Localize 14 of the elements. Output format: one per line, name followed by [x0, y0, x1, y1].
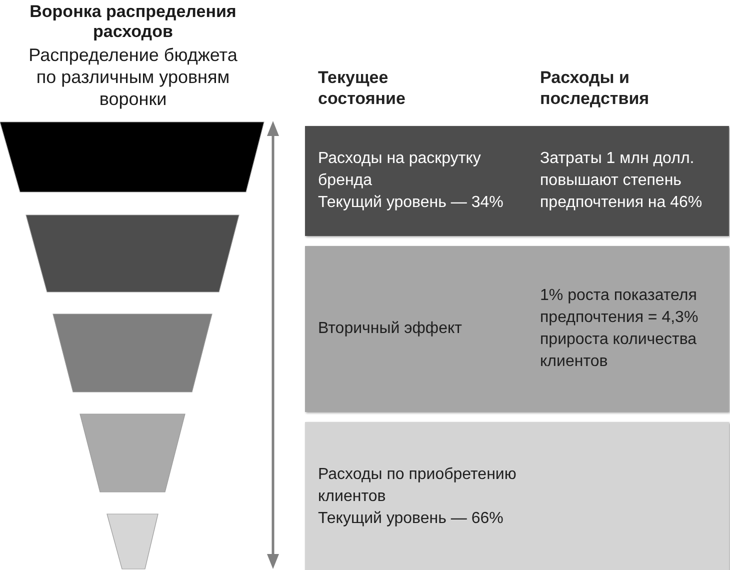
cell-text: Текущий уровень — 34%: [318, 193, 504, 213]
column-header: Текущее состояние: [318, 67, 406, 109]
table-row-band: [305, 422, 729, 570]
cell-text: Затраты 1 млн долл. повышают степень предпочтения на 46%: [540, 149, 704, 213]
cell-text: Текущий уровень — 66%: [318, 509, 504, 529]
table-row-band: [305, 246, 729, 412]
column-header: Расходы и последствия: [540, 67, 650, 109]
subtitle: Распределение бюджета по различным уровням воронки: [28, 44, 238, 110]
cell-text: Расходы на раскрутку бренда: [318, 149, 482, 191]
cell-text: 1% роста показателя предпочтения = 4,3% прироста количества клиентов: [540, 286, 700, 372]
diagram-title: Воронка распределения расходов: [28, 2, 238, 42]
cell-text: Расходы по приобретению клиентов: [318, 465, 518, 507]
table-row-band: [305, 126, 729, 236]
cell-text: Вторичный эффект: [318, 319, 463, 339]
